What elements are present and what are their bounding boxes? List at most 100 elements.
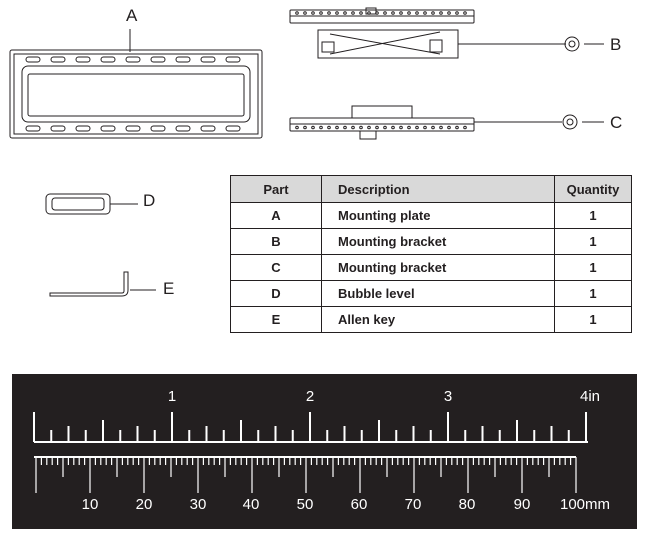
bracket-hole <box>439 125 443 130</box>
table-row: A Mounting plate 1 <box>230 202 632 229</box>
plate-slot <box>225 56 241 63</box>
cell-description: Bubble level <box>321 280 555 307</box>
mm-label: 100mm <box>560 496 610 513</box>
bracket-hole <box>311 11 315 15</box>
plate-slot <box>100 56 116 63</box>
cell-part: D <box>230 280 322 307</box>
header-description: Description <box>321 175 555 203</box>
mm-label: 10 <box>82 496 99 513</box>
bracket-hole <box>439 11 443 15</box>
table-row: D Bubble level 1 <box>230 280 632 307</box>
mm-label: 60 <box>351 496 368 513</box>
bracket-hole <box>447 125 451 130</box>
inch-label: 2 <box>306 388 314 405</box>
callout-a: A <box>126 6 138 25</box>
plate-slot <box>200 125 216 132</box>
cell-description: Mounting bracket <box>321 228 555 255</box>
bracket-hole <box>351 11 355 15</box>
mm-label: 80 <box>459 496 476 513</box>
bracket-hole <box>335 125 339 130</box>
bracket-hole <box>327 125 331 130</box>
bracket-hole <box>295 125 299 130</box>
callout-c: C <box>610 113 623 132</box>
cell-part: B <box>230 228 322 255</box>
mm-label: 40 <box>243 496 260 513</box>
bracket-hole <box>303 11 307 15</box>
mounting-plate-drawing <box>9 29 263 139</box>
plate-slot <box>200 56 216 63</box>
bracket-hole <box>463 11 467 15</box>
plate-slot <box>125 125 141 132</box>
bracket-hole <box>319 125 323 130</box>
bracket-hole <box>367 11 371 15</box>
mounting-bracket-b-drawing <box>289 7 580 59</box>
cell-quantity: 1 <box>554 306 632 333</box>
header-quantity: Quantity <box>554 175 632 203</box>
bracket-hole <box>295 11 299 15</box>
parts-illustration <box>9 7 604 140</box>
bracket-hole <box>399 125 403 130</box>
cell-description: Allen key <box>321 306 555 333</box>
plate-slot <box>150 56 166 63</box>
bracket-hole <box>383 11 387 15</box>
bracket-hole <box>303 125 307 130</box>
plate-slot <box>50 125 66 132</box>
measuring-ruler: 1 2 3 4in 10 20 30 40 50 60 70 80 90 100… <box>12 374 637 529</box>
bracket-hole <box>351 125 355 130</box>
table-row: B Mounting bracket 1 <box>230 228 632 255</box>
bracket-hole <box>399 11 403 15</box>
bracket-hole <box>311 125 315 130</box>
plate-slot <box>75 56 91 63</box>
bracket-hole <box>367 125 371 130</box>
bracket-hole <box>447 11 451 15</box>
cell-quantity: 1 <box>554 254 632 281</box>
bracket-hole <box>415 11 419 15</box>
plate-slot <box>175 56 191 63</box>
bracket-hole <box>455 11 459 15</box>
inch-label: 4in <box>580 388 600 405</box>
plate-slot <box>75 125 91 132</box>
ruler-scale: 1 2 3 4in 10 20 30 40 50 60 70 80 90 100… <box>33 388 610 513</box>
plate-slot <box>25 56 41 63</box>
callout-e: E <box>163 279 175 298</box>
mounting-bracket-c-drawing <box>289 105 578 140</box>
table-row: C Mounting bracket 1 <box>230 254 632 281</box>
inch-label: 1 <box>168 388 176 405</box>
allen-key-drawing <box>49 271 156 297</box>
cell-part: E <box>230 306 322 333</box>
bracket-hole <box>423 125 427 130</box>
callout-d: D <box>143 191 156 210</box>
cell-quantity: 1 <box>554 202 632 229</box>
cell-quantity: 1 <box>554 228 632 255</box>
table-row: E Allen key 1 <box>230 306 632 333</box>
bracket-hole <box>375 11 379 15</box>
bracket-hole <box>343 11 347 15</box>
bracket-hole <box>431 125 435 130</box>
table-header-row: Part Description Quantity <box>230 175 632 203</box>
cell-quantity: 1 <box>554 280 632 307</box>
bracket-hole <box>431 11 435 15</box>
bracket-hole <box>319 11 323 15</box>
mm-label: 70 <box>405 496 422 513</box>
plate-slot <box>225 125 241 132</box>
callout-b: B <box>610 35 622 54</box>
bracket-hole <box>343 125 347 130</box>
mm-label: 30 <box>190 496 207 513</box>
bracket-hole <box>359 125 363 130</box>
bracket-hole <box>407 125 411 130</box>
bracket-hole <box>383 125 387 130</box>
bracket-hole <box>327 11 331 15</box>
bracket-hole <box>423 11 427 15</box>
bracket-hole <box>359 11 363 15</box>
bracket-hole <box>391 125 395 130</box>
plate-slot <box>25 125 41 132</box>
cell-part: A <box>230 202 322 229</box>
header-part: Part <box>230 175 322 203</box>
plate-slot <box>50 56 66 63</box>
cell-description: Mounting bracket <box>321 254 555 281</box>
bracket-hole <box>335 11 339 15</box>
mm-label: 50 <box>297 496 314 513</box>
bracket-hole <box>407 11 411 15</box>
plate-slot <box>175 125 191 132</box>
small-parts-illustration <box>45 193 156 297</box>
